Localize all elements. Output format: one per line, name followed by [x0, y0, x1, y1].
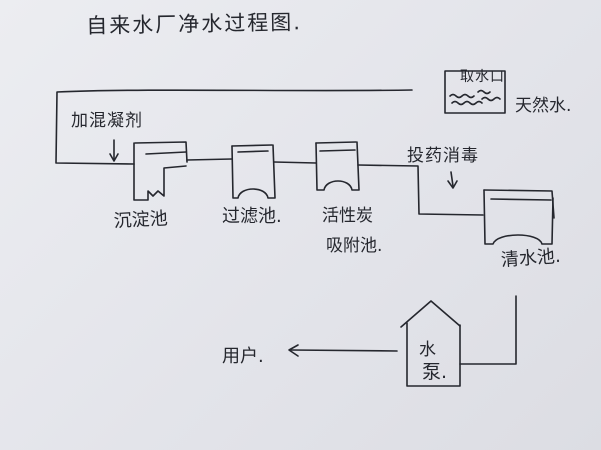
pipe-sed-filter: [186, 158, 233, 161]
down-arrow-icon: [109, 139, 119, 162]
carbon-tank-label-line2: 吸附池.: [326, 236, 383, 256]
coagulant-label: 加混凝剂: [71, 111, 143, 131]
filter-tank: [231, 144, 276, 199]
pipe-carbon-clear: [357, 164, 484, 216]
clear-water-tank: [483, 189, 555, 245]
intake-label: 取水口: [460, 69, 505, 85]
user-label: 用户.: [222, 346, 264, 367]
pipe-filter-carbon: [273, 161, 317, 164]
down-arrow-icon: [447, 171, 458, 189]
carbon-tank-label-line1: 活性炭: [322, 206, 373, 226]
carbon-tank: [315, 141, 360, 191]
main-pipe: [55, 89, 413, 165]
page-title: 自来水厂净水过程图.: [86, 10, 303, 38]
sedimentation-tank: [133, 141, 188, 201]
pipe-clear-pump: [459, 295, 517, 365]
water-wave-icon: [449, 89, 501, 106]
clear-water-tank-label: 清水池.: [500, 245, 562, 271]
filter-tank-label: 过滤池.: [222, 206, 282, 227]
pump-house-icon: [400, 300, 461, 387]
pump-label-line1: 水: [419, 340, 436, 360]
sedimentation-tank-label: 沉淀池: [113, 208, 169, 232]
left-arrow-icon: [288, 344, 398, 357]
natural-water-label: 天然水.: [515, 96, 572, 116]
pump-label-line2: 泵.: [422, 361, 448, 383]
intake-box: [444, 70, 506, 114]
disinfectant-label: 投药消毒: [407, 146, 479, 166]
